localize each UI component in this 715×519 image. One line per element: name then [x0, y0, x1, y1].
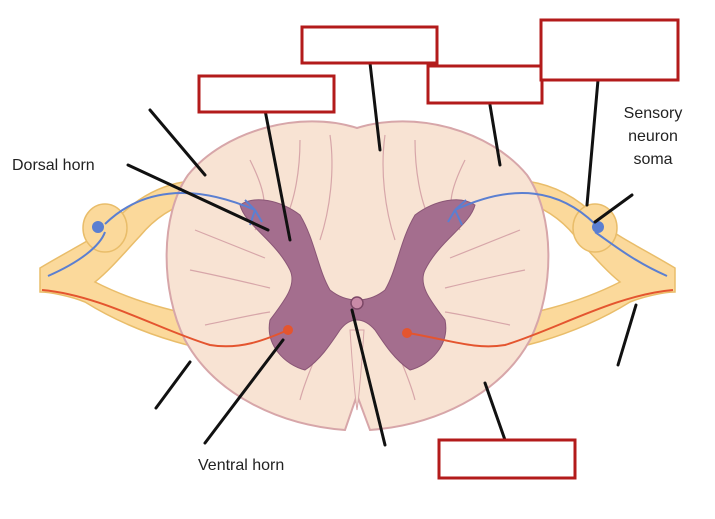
central-canal	[350, 296, 364, 310]
gray-matter	[239, 199, 476, 371]
leader-box3	[488, 103, 502, 167]
leader-soma	[593, 193, 634, 224]
leader-top-left	[148, 108, 207, 177]
leader-box4	[585, 78, 600, 207]
soma-label-line-1: Sensory	[624, 105, 683, 122]
leader-lines	[126, 61, 638, 447]
label-box-5[interactable]	[437, 438, 577, 480]
left-sensory-soma	[92, 221, 104, 233]
leader-bottom-left	[154, 360, 192, 410]
leader-box1	[368, 61, 382, 152]
soma-label-line-2: neuron	[628, 128, 678, 145]
label-box-1[interactable]	[300, 25, 439, 65]
left-spinal-nerve	[39, 179, 301, 358]
soma-label-line-3: soma	[633, 151, 672, 168]
left-dorsal-root-ganglion	[82, 203, 128, 253]
left-motor-soma	[283, 325, 293, 335]
sensory-fibers	[47, 192, 668, 277]
label-box-4[interactable]	[539, 18, 680, 82]
right-spinal-nerve	[414, 179, 676, 358]
label-box-3[interactable]	[426, 64, 544, 105]
leader-box2	[263, 108, 292, 242]
dorsal-horn-label: Dorsal horn	[12, 157, 95, 174]
leader-central-canal	[350, 308, 387, 447]
motor-fibers	[41, 289, 674, 348]
white-matter-texture	[189, 134, 526, 401]
white-matter	[165, 120, 550, 432]
leader-right-nerve	[616, 303, 638, 367]
nerve-roots	[39, 179, 676, 358]
leader-dorsal-horn	[126, 163, 270, 232]
leader-box5	[483, 381, 507, 442]
label-box-2[interactable]	[197, 74, 336, 114]
blank-label-boxes	[197, 18, 680, 480]
ventral-horn-label: Ventral horn	[198, 457, 284, 474]
leader-ventral-horn	[203, 338, 285, 445]
right-sensory-soma	[592, 221, 604, 233]
right-motor-soma	[402, 328, 412, 338]
